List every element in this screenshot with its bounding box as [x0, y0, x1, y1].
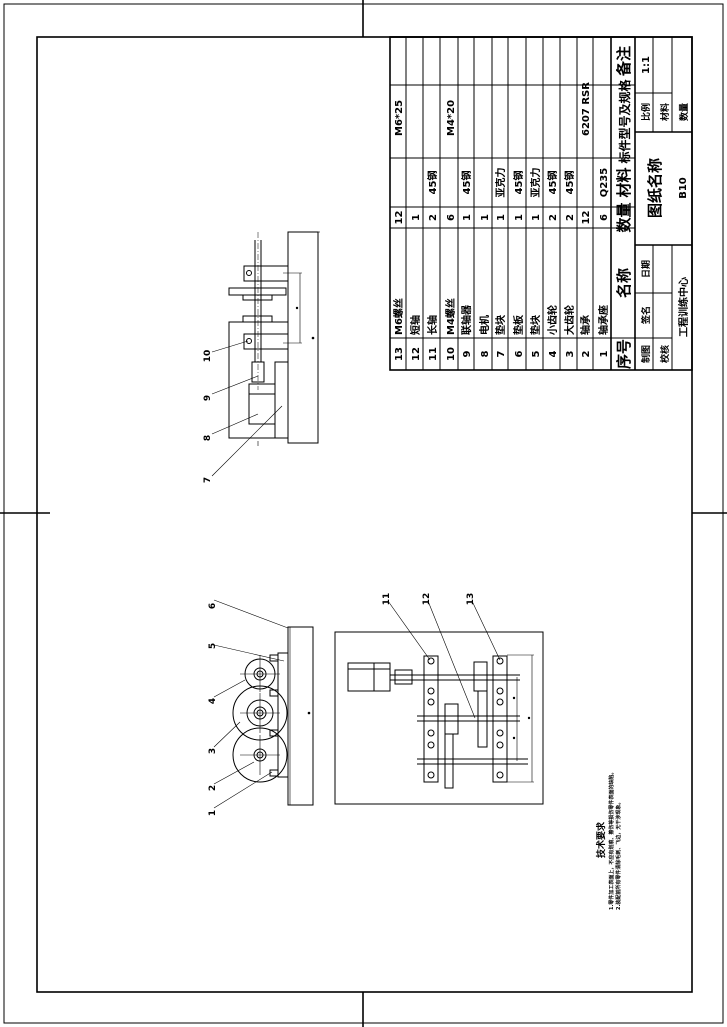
- row-spec: 6207 RSR: [581, 82, 592, 136]
- row-qty: 1: [411, 214, 422, 221]
- plan-view: [334, 600, 544, 805]
- header-qty: 数量: [615, 202, 633, 232]
- parts-table: [389, 36, 693, 371]
- header-no: 序号: [615, 339, 633, 369]
- row-no: 3: [565, 350, 576, 357]
- row-name: 大齿轮: [563, 305, 576, 335]
- balloon-label: 2: [208, 785, 218, 791]
- row-no: 7: [496, 350, 507, 357]
- row-no: 1: [599, 350, 610, 357]
- row-name: M6螺丝: [392, 298, 405, 335]
- row-name: 电机: [478, 315, 491, 335]
- row-qty: 1: [496, 214, 507, 221]
- balloon-label: 3: [208, 748, 218, 754]
- row-no: 6: [514, 350, 525, 357]
- row-name: 联轴器: [460, 304, 473, 335]
- row-qty: 1: [462, 214, 473, 221]
- row-qty: 12: [394, 211, 405, 225]
- balloon-label: 6: [208, 603, 218, 609]
- row-no: 4: [548, 350, 559, 357]
- title-block: [610, 37, 692, 370]
- signature-label: 签名: [640, 306, 652, 325]
- top-view: [211, 231, 320, 477]
- row-name: 轴承座: [597, 305, 610, 335]
- side-view: [213, 599, 314, 809]
- balloon-label: 10: [203, 350, 213, 363]
- row-no: 2: [581, 350, 592, 357]
- row-name: 长轴: [426, 315, 439, 335]
- row-name: 垫块: [494, 314, 507, 335]
- row-material: 亚克力: [529, 168, 542, 198]
- header-spec: 标件型号及规格: [617, 79, 632, 165]
- balloon-label: 1: [208, 810, 218, 816]
- material-label: 材料: [659, 103, 671, 122]
- row-no: 5: [531, 350, 542, 357]
- balloon-label: 8: [203, 435, 213, 441]
- row-no: 9: [462, 350, 473, 357]
- row-material: 45钢: [563, 171, 576, 195]
- row-qty: 2: [565, 214, 576, 221]
- row-qty: 6: [446, 214, 457, 221]
- tech-req-item: 2.装配前所有零件清除毛刺、飞边，无干涉现象。: [615, 800, 622, 910]
- bearing-seats: [427, 657, 504, 779]
- row-qty: 12: [581, 211, 592, 225]
- balloon-label: 9: [203, 395, 213, 401]
- balloon-label: 7: [203, 477, 213, 483]
- row-qty: 2: [548, 214, 559, 221]
- row-name: 短轴: [409, 315, 422, 335]
- scale-label: 比例: [640, 103, 652, 121]
- row-no: 11: [428, 347, 439, 361]
- checked-by-label: 校核: [659, 345, 671, 363]
- row-no: 10: [446, 347, 457, 361]
- drawing-name: 图纸名称: [646, 158, 664, 218]
- row-qty: 1: [531, 214, 542, 221]
- tech-req-title: 技术要求: [595, 821, 607, 858]
- row-spec: M6*25: [394, 100, 405, 136]
- row-material: 45钢: [512, 171, 525, 195]
- row-material: Q235: [599, 168, 610, 197]
- row-qty: 1: [514, 214, 525, 221]
- organization: 工程训练中心: [677, 277, 690, 337]
- row-no: 12: [411, 347, 422, 361]
- header-remark: 备注: [615, 46, 633, 77]
- balloon-label: 13: [466, 593, 476, 606]
- date-label: 日期: [640, 260, 652, 278]
- title-block-text: 制图校核 签名 日期工程训练中心 图纸名称 B10 比例 1:1 材料数量: [640, 56, 690, 363]
- scale-value: 1:1: [641, 56, 652, 74]
- balloon-label: 11: [382, 593, 392, 606]
- header-name: 名称: [615, 268, 633, 298]
- balloon-label: 12: [422, 593, 432, 606]
- row-name: 垫块: [529, 314, 542, 335]
- drawn-by-label: 制图: [640, 345, 652, 363]
- row-no: 8: [480, 350, 491, 357]
- balloon-label: 5: [208, 643, 218, 649]
- row-name: 轴承: [579, 315, 592, 335]
- header-material: 材料: [615, 167, 633, 197]
- row-material: 45钢: [426, 171, 439, 195]
- tech-req-item: 1.零件加工表面上，不应有划痕、擦伤等损伤零件表面的缺陷。: [608, 770, 615, 910]
- row-material: 45钢: [546, 171, 559, 195]
- row-qty: 2: [428, 214, 439, 221]
- row-no: 13: [394, 347, 405, 361]
- row-material: 45钢: [460, 171, 473, 195]
- row-spec: M4*20: [446, 100, 457, 136]
- row-name: 小齿轮: [546, 305, 559, 336]
- row-qty: 6: [599, 214, 610, 221]
- drawing-number: B10: [678, 177, 689, 199]
- row-material: 亚克力: [494, 168, 507, 198]
- quantity-label: 数量: [678, 103, 690, 121]
- row-qty: 1: [480, 214, 491, 221]
- row-name: M4螺丝: [444, 298, 457, 335]
- row-name: 垫板: [512, 314, 525, 335]
- parts-table-text: 13M6螺丝12M6*2512短轴111长轴245钢10M4螺丝6M4*209联…: [392, 46, 633, 369]
- balloon-label: 4: [208, 698, 218, 704]
